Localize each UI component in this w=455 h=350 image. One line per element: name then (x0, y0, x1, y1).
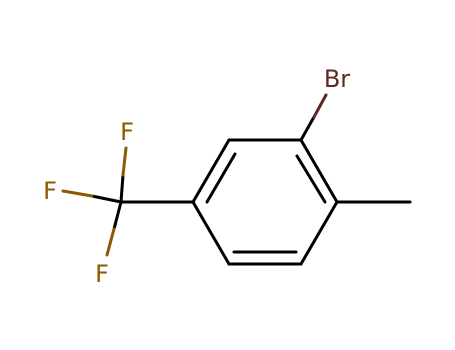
c-f-bond-left-carbon (90, 194, 123, 204)
ring-bond (191, 200, 231, 266)
fluorine-bottom-label: F (95, 260, 109, 288)
ring-bond (191, 138, 231, 204)
bromine-label: Br (324, 65, 350, 93)
c-f-bond-top-fluorine (121, 146, 128, 177)
c-f-bond-top-carbon (119, 173, 125, 204)
ring-double-bond (205, 152, 237, 204)
c-f-bond-bottom-fluorine (105, 227, 116, 257)
fluorine-top-label: F (120, 118, 134, 146)
c-f-bond-bottom-carbon (112, 200, 123, 231)
ring-double-bond (295, 154, 327, 204)
benzene-ring (191, 138, 339, 266)
c-br-bond-carbon-half (299, 115, 316, 142)
c-f-bond-left-fluorine (61, 189, 94, 198)
ring-bond (299, 138, 339, 204)
fluorine-left-label: F (43, 177, 57, 205)
ring-bond (299, 200, 339, 266)
c-br-bond-bromine-half (312, 93, 328, 119)
